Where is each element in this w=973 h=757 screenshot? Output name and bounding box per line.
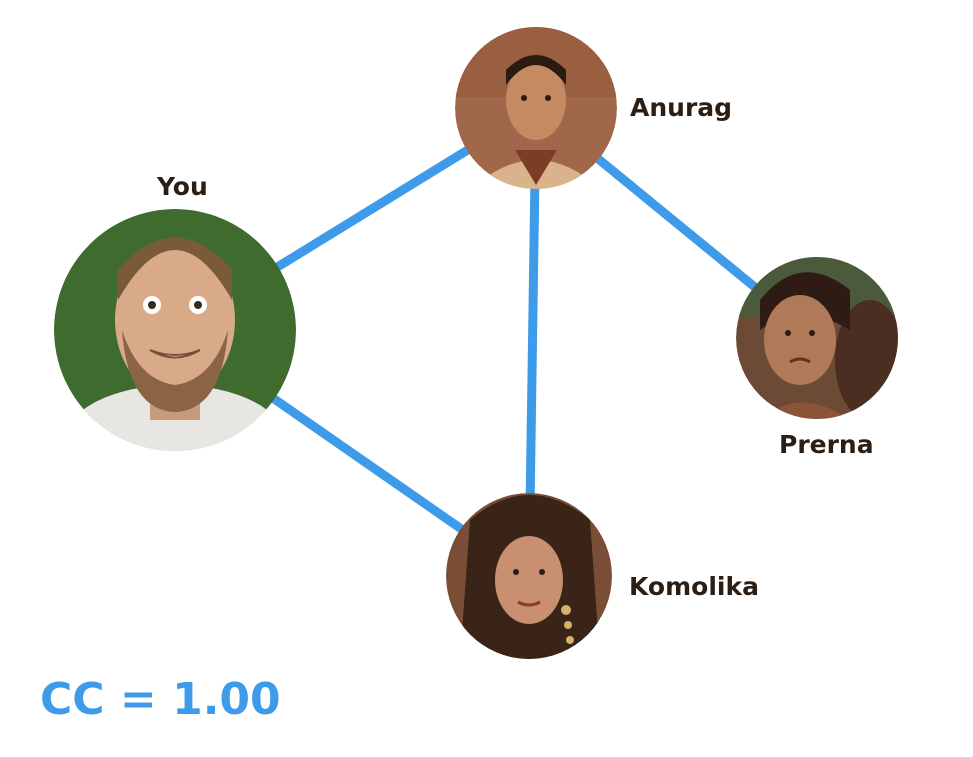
node-label-komolika: Komolika — [629, 572, 759, 601]
node-label-you: You — [157, 172, 208, 201]
avatar-anurag[interactable] — [455, 27, 617, 190]
avatar-prerna[interactable] — [736, 257, 905, 420]
avatar-komolika[interactable] — [446, 493, 612, 660]
node-label-prerna: Prerna — [779, 430, 874, 459]
avatar-you[interactable] — [54, 209, 296, 495]
node-label-anurag: Anurag — [630, 93, 733, 122]
clustering-coefficient-label: CC = 1.00 — [40, 674, 281, 725]
